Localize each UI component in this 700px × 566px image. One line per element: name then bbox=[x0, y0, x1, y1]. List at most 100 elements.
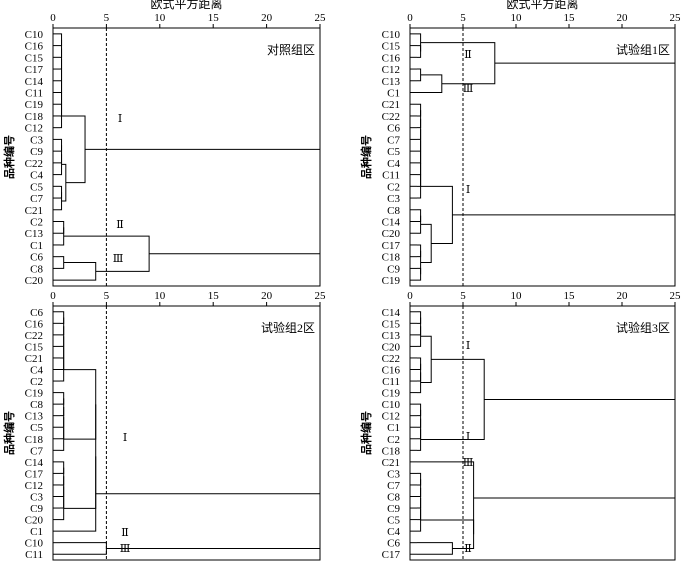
leaf-label: C6 bbox=[30, 252, 43, 264]
leaf-label: C20 bbox=[25, 275, 44, 287]
merge-link bbox=[417, 215, 422, 234]
leaf-label: C14 bbox=[382, 217, 401, 229]
leaf-label: C15 bbox=[25, 52, 44, 64]
merge-link bbox=[417, 472, 422, 486]
x-tick-label: 0 bbox=[50, 12, 56, 24]
merge-link bbox=[417, 461, 475, 535]
plot-frame bbox=[52, 27, 321, 287]
leaf-label: C11 bbox=[25, 549, 43, 561]
leaf-label: C3 bbox=[387, 193, 400, 205]
leaf-label: C7 bbox=[30, 445, 43, 457]
merge-link bbox=[417, 542, 453, 555]
leaf-label: C4 bbox=[30, 365, 43, 377]
merge-link bbox=[420, 42, 496, 85]
merge-link bbox=[60, 358, 65, 382]
x-tick-label: 5 bbox=[460, 12, 466, 24]
leaf-label: C16 bbox=[382, 365, 401, 377]
merge-link bbox=[60, 476, 65, 497]
leaf-label: C3 bbox=[30, 134, 43, 146]
leaf-label: C21 bbox=[25, 205, 43, 217]
merge-link bbox=[60, 262, 97, 281]
leaf-label: C10 bbox=[25, 538, 44, 550]
leaf-label: C9 bbox=[30, 503, 43, 515]
leaf-label: C14 bbox=[25, 457, 44, 469]
leaf-label: C2 bbox=[30, 217, 43, 229]
x-tick-label: 0 bbox=[407, 290, 413, 302]
x-tick-label: 5 bbox=[104, 290, 110, 302]
leaf-label: C5 bbox=[387, 515, 400, 527]
cluster-label: Ⅲ bbox=[113, 253, 124, 265]
x-tick-label: 15 bbox=[564, 12, 576, 24]
leaf-label: C11 bbox=[25, 88, 43, 100]
cluster-label: Ⅰ bbox=[118, 113, 122, 125]
leaf-label: C22 bbox=[382, 111, 400, 123]
leaf-label: C20 bbox=[382, 228, 401, 240]
x-tick-label: 5 bbox=[104, 12, 110, 24]
leaf-label: C18 bbox=[382, 252, 401, 264]
leaf-label: C21 bbox=[382, 457, 400, 469]
merge-link bbox=[60, 467, 65, 486]
merge-link bbox=[420, 335, 432, 383]
merge-link bbox=[417, 129, 422, 152]
x-tick-label: 10 bbox=[511, 12, 523, 24]
x-tick-label: 25 bbox=[670, 290, 682, 302]
x-tick-label: 5 bbox=[460, 290, 466, 302]
leaf-label: C12 bbox=[25, 480, 43, 492]
leaf-label: C12 bbox=[382, 64, 400, 76]
merge-link bbox=[60, 317, 65, 336]
x-tick-label: 10 bbox=[511, 290, 523, 302]
y-axis-title: 品种编号 bbox=[2, 135, 16, 179]
merge-link bbox=[61, 163, 67, 202]
x-tick-label: 20 bbox=[261, 290, 273, 302]
merge-link bbox=[60, 417, 65, 440]
leaf-label: C17 bbox=[25, 468, 44, 480]
x-tick-label: 25 bbox=[315, 290, 327, 302]
leaf-label: C17 bbox=[382, 240, 401, 252]
merge-link bbox=[417, 118, 422, 140]
merge-link bbox=[60, 427, 65, 451]
leaf-label: C5 bbox=[387, 146, 400, 158]
x-tick-label: 20 bbox=[617, 290, 629, 302]
cluster-label: Ⅲ bbox=[120, 543, 131, 555]
cluster-label: Ⅰ bbox=[466, 340, 470, 352]
cluster-label: Ⅱ bbox=[464, 49, 471, 61]
leaf-label: C5 bbox=[30, 422, 43, 434]
leaf-label: C21 bbox=[382, 99, 400, 111]
leaf-label: C10 bbox=[382, 399, 401, 411]
group-label: 试验组3区 bbox=[616, 320, 670, 335]
leaf-label: C1 bbox=[30, 240, 43, 252]
leaf-label: C14 bbox=[25, 76, 44, 88]
leaf-label: C13 bbox=[382, 330, 401, 342]
group-label: 试验组2区 bbox=[261, 320, 315, 335]
merge-link bbox=[60, 497, 65, 521]
leaf-label: C8 bbox=[30, 263, 43, 275]
merge-link bbox=[60, 104, 63, 129]
merge-link bbox=[60, 221, 65, 234]
x-tick-label: 15 bbox=[564, 290, 576, 302]
leaf-label: C8 bbox=[30, 399, 43, 411]
leaf-label: C12 bbox=[382, 411, 400, 423]
leaf-label: C21 bbox=[25, 353, 43, 365]
merge-link bbox=[452, 62, 676, 216]
leaf-label: C2 bbox=[387, 181, 400, 193]
leaf-label: C19 bbox=[382, 275, 401, 287]
merge-link bbox=[417, 357, 422, 370]
leaf-label: C1 bbox=[387, 422, 400, 434]
leaf-label: C5 bbox=[30, 181, 43, 193]
cluster-label: Ⅱ bbox=[121, 527, 128, 539]
merge-link bbox=[95, 493, 321, 549]
leaf-label: C7 bbox=[387, 480, 400, 492]
group-label: 对照组区 bbox=[267, 43, 315, 57]
x-tick-label: 20 bbox=[261, 12, 273, 24]
merge-link bbox=[417, 267, 422, 281]
merge-link bbox=[63, 404, 97, 509]
leaf-label: C18 bbox=[382, 445, 401, 457]
leaf-label: C16 bbox=[25, 41, 44, 53]
x-tick-label: 25 bbox=[315, 12, 327, 24]
merge-link bbox=[417, 372, 422, 394]
cluster-label: Ⅲ bbox=[463, 83, 474, 95]
leaf-label: C17 bbox=[382, 549, 401, 561]
